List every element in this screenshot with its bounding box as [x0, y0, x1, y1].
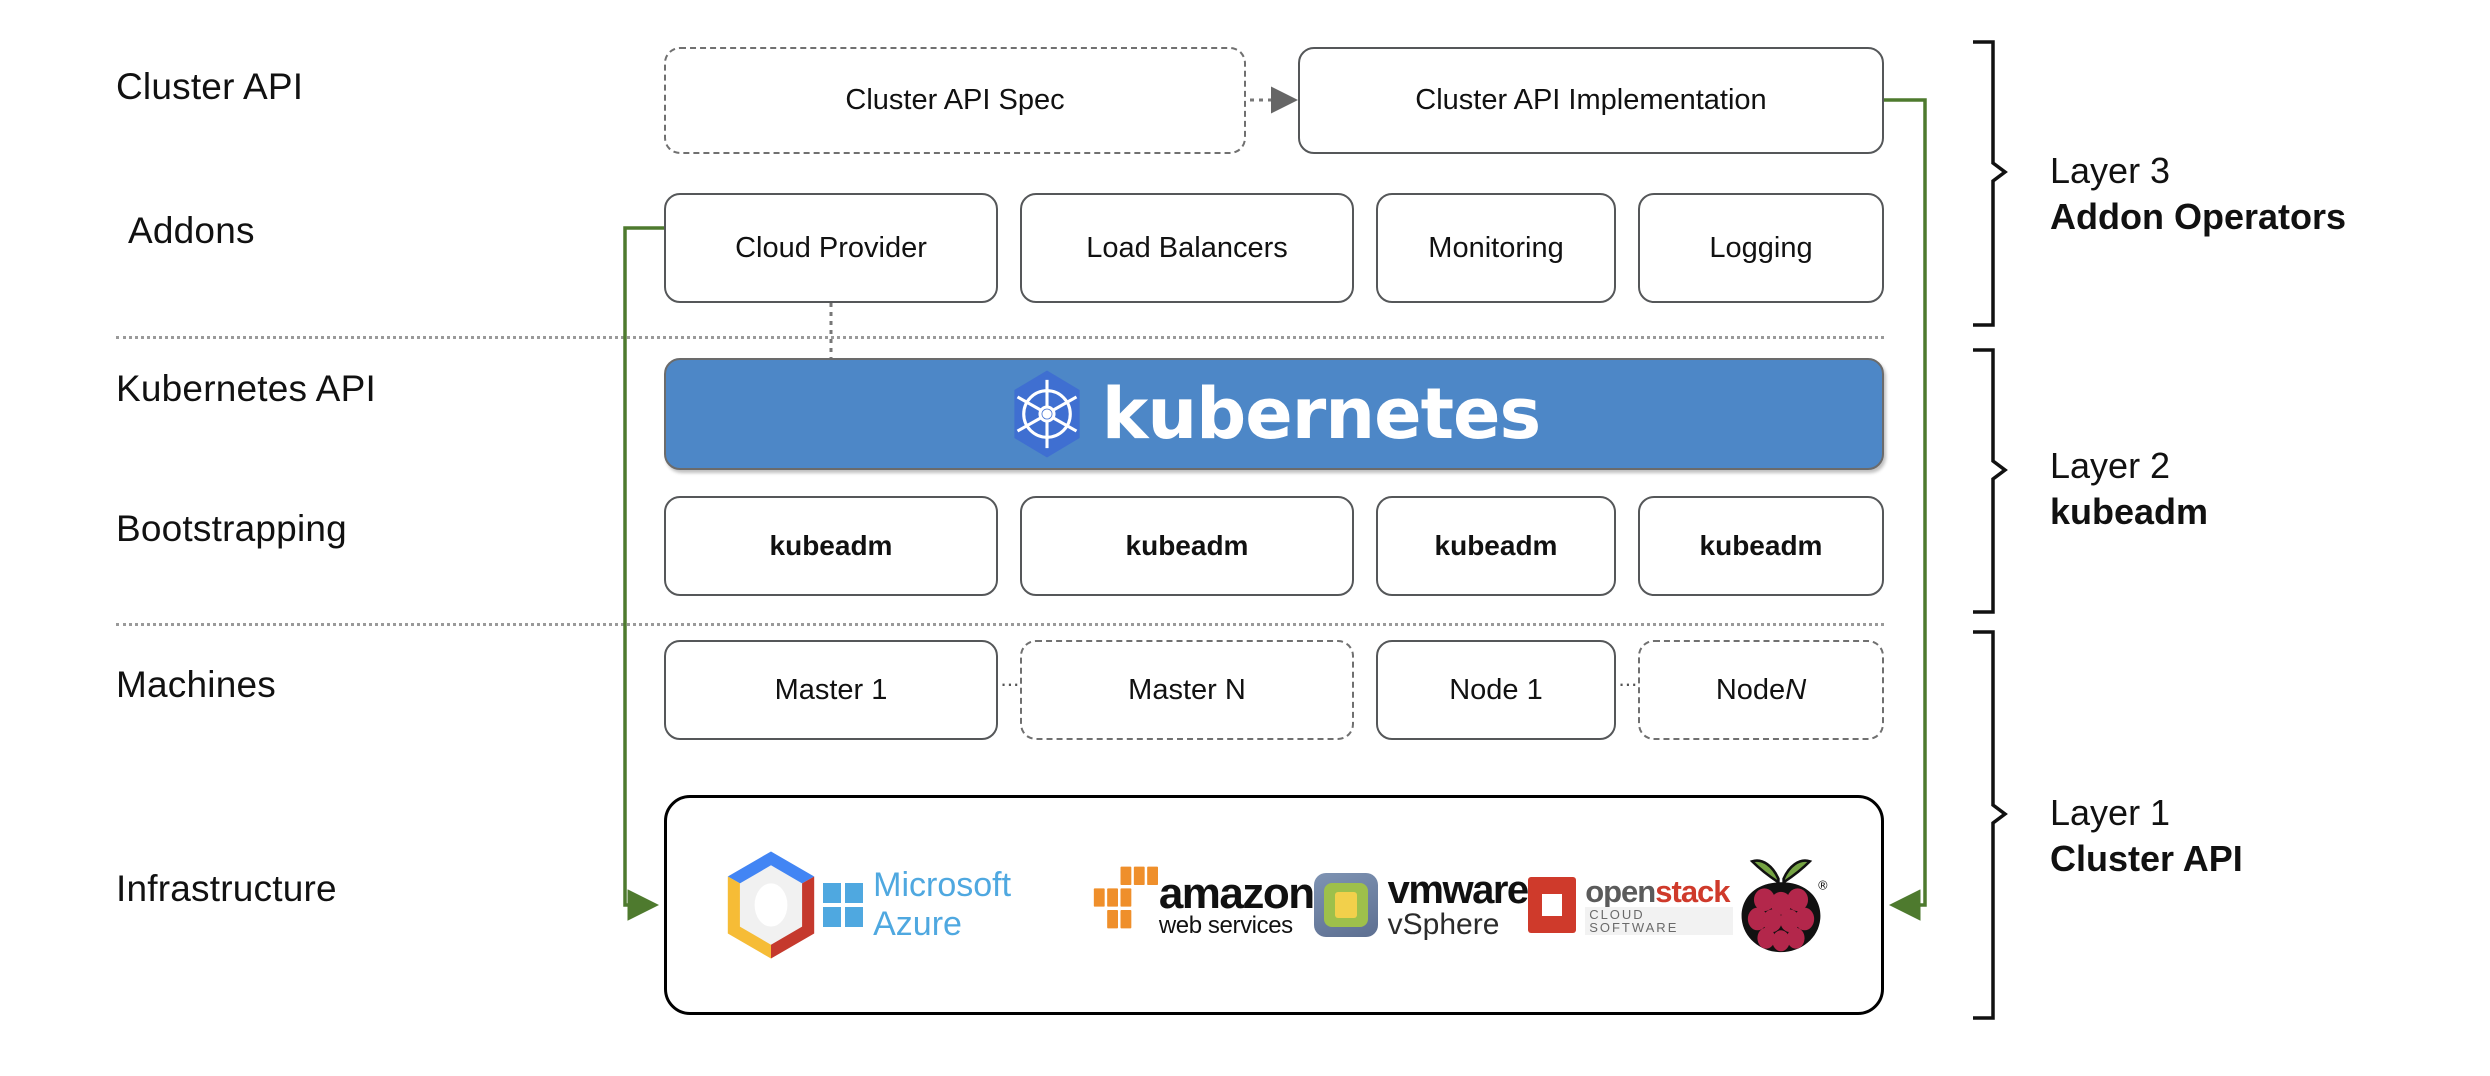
row-label-kubernetes-api: Kubernetes API: [116, 368, 376, 409]
machine-box-node-n-italic: N: [1785, 673, 1807, 706]
web-services-label: web services: [1158, 911, 1293, 939]
cloud-provider-to-infrastructure-arrow: [623, 226, 664, 921]
openstack-sublabel: CLOUD SOFTWARE: [1585, 906, 1733, 935]
svg-text:®: ®: [1817, 878, 1829, 892]
amazon-label: amazon: [1158, 868, 1315, 918]
microsoft-azure-label: Microsoft Azure: [873, 866, 1012, 943]
infrastructure-box[interactable]: Microsoft Azure amazon web services: [664, 795, 1884, 1015]
addon-box-monitoring[interactable]: Monitoring: [1376, 193, 1616, 303]
layer-1-bracket: [1973, 630, 2008, 1020]
addon-box-load-balancers[interactable]: Load Balancers: [1020, 193, 1354, 303]
cluster-api-spec-box[interactable]: Cluster API Spec: [664, 47, 1246, 154]
amazon-web-services-logo: amazon web services: [1087, 850, 1315, 960]
kubernetes-banner[interactable]: kubernetes: [664, 358, 1884, 470]
addon-box-logging[interactable]: Logging: [1638, 193, 1884, 303]
layer-3-bracket: [1973, 40, 2008, 327]
kubeadm-box-4[interactable]: kubeadm: [1638, 496, 1884, 596]
machine-box-node-1[interactable]: Node 1: [1376, 640, 1616, 740]
aws-boxes-icon: [1093, 866, 1158, 929]
layer-2-subtitle: kubeadm: [2050, 491, 2209, 533]
raspberry-pi-logo: ®: [1733, 853, 1829, 957]
vsphere-tile-icon: [1313, 873, 1378, 937]
layer-caption-1: Layer 1 Cluster API: [2050, 790, 2243, 882]
implementation-to-infrastructure-arrow: [1884, 98, 1927, 921]
layer-caption-2: Layer 2 kubeadm: [2050, 443, 2208, 535]
row-label-addons: Addons: [128, 210, 255, 251]
row-label-machines: Machines: [116, 664, 276, 705]
kubeadm-box-1[interactable]: kubeadm: [664, 496, 998, 596]
cluster-api-implementation-box[interactable]: Cluster API Implementation: [1298, 47, 1884, 154]
layer-separator-addons: [116, 336, 1884, 339]
addon-box-cloud-provider[interactable]: Cloud Provider: [664, 193, 998, 303]
layer-2-title: Layer 2: [2050, 445, 2171, 486]
layer-1-subtitle: Cluster API: [2050, 838, 2243, 880]
openstack-logo: openstack CLOUD SOFTWARE: [1527, 850, 1733, 960]
layer-caption-3: Layer 3 Addon Operators: [2050, 148, 2346, 240]
openstack-mark-icon: [1527, 877, 1577, 933]
kubernetes-wordmark: kubernetes: [1101, 373, 1541, 455]
machines-ellipsis-1: ...: [1000, 666, 1020, 691]
row-label-infrastructure: Infrastructure: [116, 868, 337, 909]
kubeadm-box-3[interactable]: kubeadm: [1376, 496, 1616, 596]
layer-3-subtitle: Addon Operators: [2050, 196, 2347, 238]
openstack-label: openstack: [1585, 873, 1730, 909]
openstack-label-stack: stack: [1655, 873, 1730, 909]
vmware-label: vmware: [1387, 867, 1529, 912]
google-cloud-platform-logo: [719, 850, 823, 960]
vsphere-label: vSphere: [1387, 907, 1500, 941]
microsoft-azure-logo: Microsoft Azure: [823, 850, 1087, 960]
machines-ellipsis-2: ...: [1618, 666, 1638, 691]
machine-box-master-1[interactable]: Master 1: [664, 640, 998, 740]
layer-3-title: Layer 3: [2050, 150, 2171, 191]
machine-box-master-n[interactable]: Master N: [1020, 640, 1354, 740]
vmware-vsphere-logo: vmware vSphere: [1313, 850, 1529, 960]
row-label-bootstrapping: Bootstrapping: [116, 508, 347, 549]
kubernetes-helm-logo: [1008, 369, 1086, 459]
layer-1-title: Layer 1: [2050, 792, 2171, 833]
kubeadm-box-2[interactable]: kubeadm: [1020, 496, 1354, 596]
machine-box-node-n[interactable]: Node N: [1638, 640, 1884, 740]
layer-separator-bootstrapping: [116, 623, 1884, 626]
row-label-cluster-api: Cluster API: [116, 66, 304, 107]
microsoft-window-icon: [823, 883, 864, 927]
layer-2-bracket: [1973, 348, 2008, 614]
machine-box-node-n-label: Node: [1715, 673, 1786, 706]
